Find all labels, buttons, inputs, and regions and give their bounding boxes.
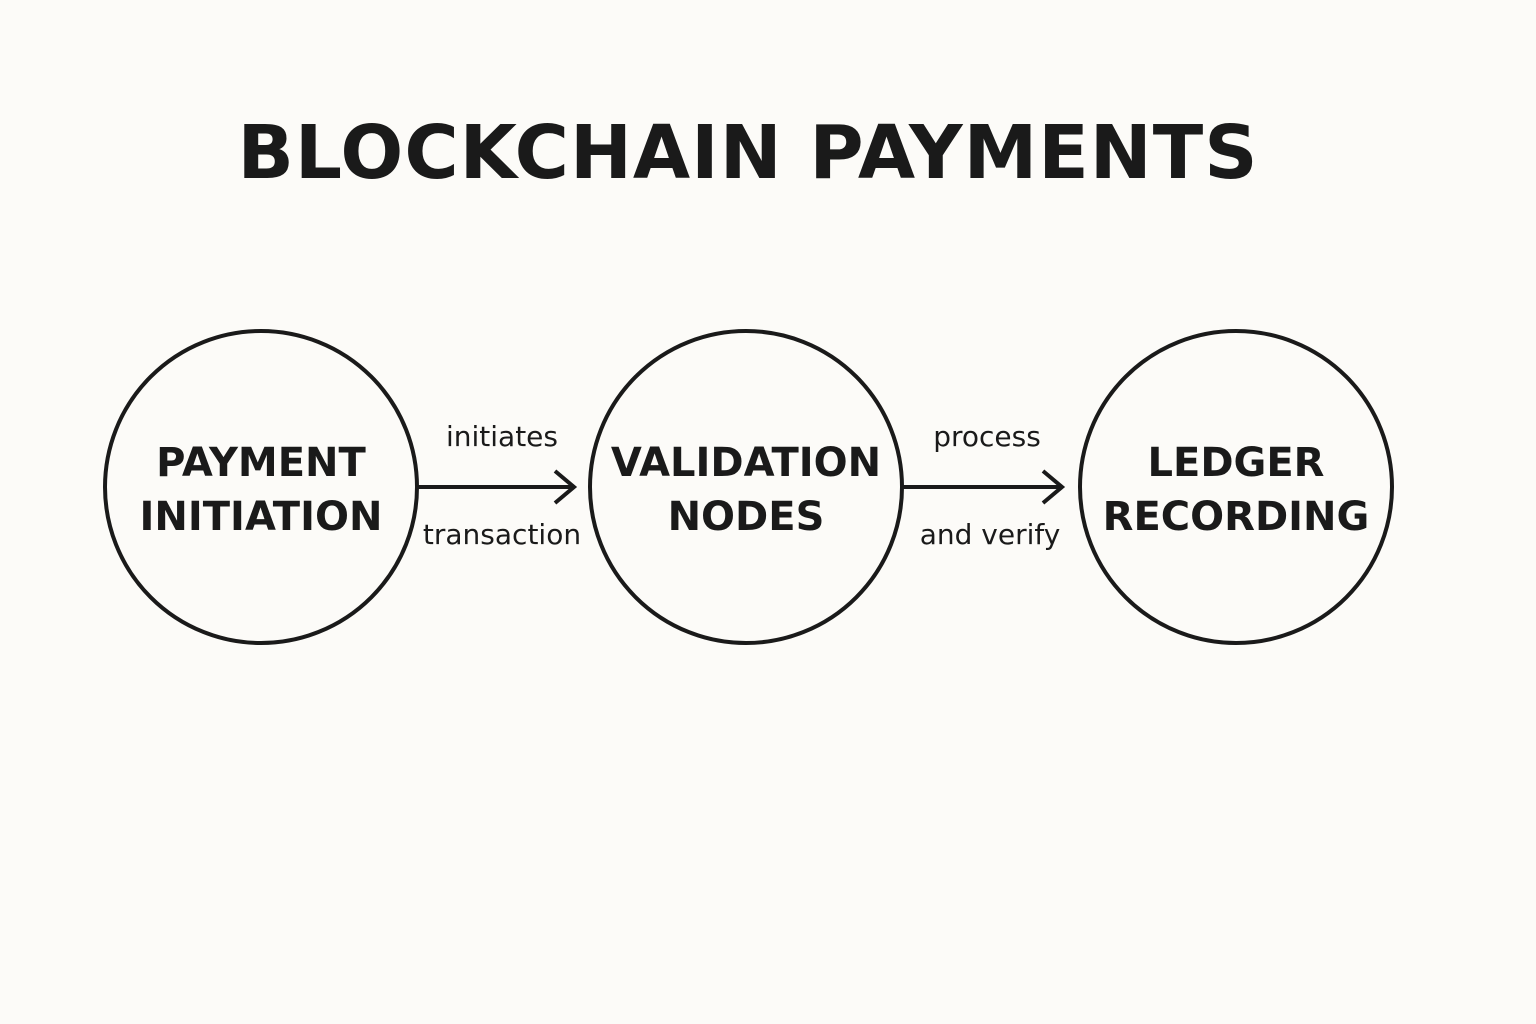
edge-label-top-initiates: initiates [445, 420, 558, 453]
arrow-validation-to-ledger [902, 469, 1066, 505]
arrow-initiation-to-validation [417, 469, 578, 505]
node-label-line-1: VALIDATION [610, 440, 882, 486]
node-label-line-2: NODES [667, 494, 825, 540]
node-label-line-2: RECORDING [1102, 494, 1370, 540]
edge-label-bottom-and-verify: and verify [919, 518, 1061, 551]
node-label-payment-initiation: PAYMENT INITIATION [111, 436, 411, 544]
node-label-ledger-recording: LEDGER RECORDING [1086, 436, 1386, 544]
node-label-line-2: INITIATION [139, 494, 383, 540]
node-label-line-1: PAYMENT [156, 440, 366, 486]
node-label-line-1: LEDGER [1147, 440, 1325, 486]
node-label-validation-nodes: VALIDATION NODES [596, 436, 896, 544]
node-ledger-recording-circle [1078, 329, 1394, 645]
edge-label-bottom-transaction: transaction [422, 518, 582, 551]
edge-label-top-process: process [933, 420, 1041, 453]
diagram-title: BLOCKCHAIN PAYMENTS [237, 110, 1259, 196]
